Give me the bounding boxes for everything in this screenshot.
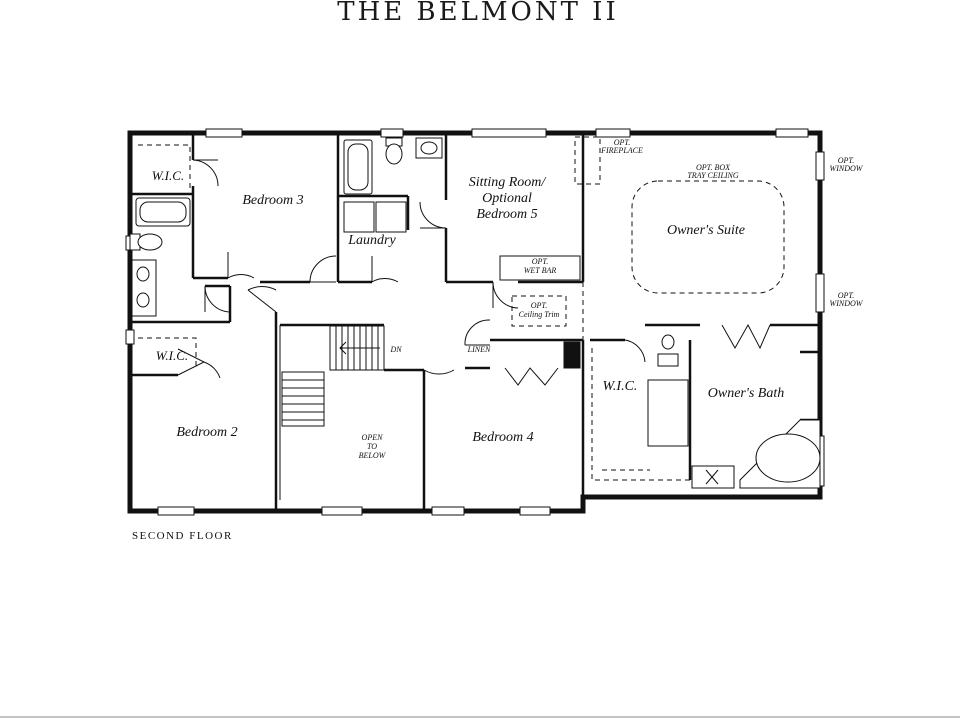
label-owners-bath: Owner's Bath [708,386,785,401]
label-laundry: Laundry [347,233,396,248]
wet-bar-counter [499,255,581,281]
note-wetbar-2: WET BAR [524,266,557,275]
note-window-bot-2: WINDOW [830,299,864,308]
note-open-3: BELOW [359,451,387,460]
floor-caption: SECOND FLOOR [132,530,233,542]
label-owners-suite: Owner's Suite [667,223,745,238]
label-sitting-room-1: Sitting Room/ [469,175,547,190]
note-tray-1: OPT. BOX [696,163,731,172]
note-window-top-2: WINDOW [830,164,864,173]
label-bedroom-4: Bedroom 4 [472,430,533,445]
note-wetbar-1: OPT. [532,257,549,266]
note-dn: DN [389,345,402,354]
label-bedroom-3: Bedroom 3 [242,193,303,208]
note-tray-2: TRAY CEILING [687,171,739,180]
label-bedroom-2: Bedroom 2 [176,425,237,440]
note-fireplace-2: FIREPLACE [600,146,643,155]
note-open-2: TO [367,442,377,451]
note-ceiling-1: OPT. [531,301,548,310]
label-wic-left: W.I.C. [156,348,188,363]
fixtures [129,137,821,489]
note-linen: LINEN [467,345,491,354]
interior-walls [130,133,820,511]
note-ceiling-2: Ceiling Trim [519,310,560,319]
label-sitting-room-3: Bedroom 5 [476,207,537,222]
label-sitting-room-2: Optional [482,191,532,206]
note-open-1: OPEN [362,433,384,442]
note-fireplace-1: OPT. [614,138,631,147]
label-wic-owner: W.I.C. [603,379,638,394]
doors [177,159,771,386]
label-wic-upper: W.I.C. [152,168,184,183]
dashed-features [138,136,785,481]
stairs [279,325,385,500]
note-window-bot-1: OPT. [838,291,855,300]
plan-title: THE BELMONT II [337,0,618,27]
note-window-top-1: OPT. [838,156,855,165]
